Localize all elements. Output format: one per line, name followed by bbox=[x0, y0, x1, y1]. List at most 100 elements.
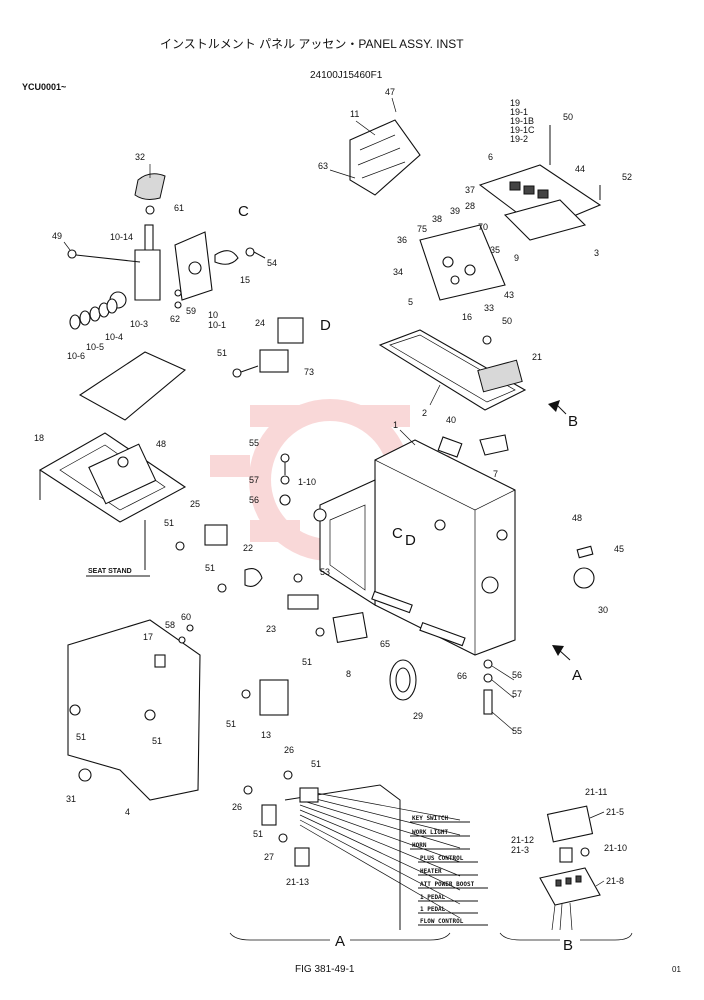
main-box-frame bbox=[279, 434, 595, 656]
callout: 28 bbox=[465, 201, 475, 211]
view-letter-a-arrow: A bbox=[572, 667, 582, 684]
view-letter-c: C bbox=[238, 203, 249, 220]
harness-view-a bbox=[229, 770, 461, 941]
callout: 19-2 bbox=[510, 134, 528, 144]
switch-panel-assembly bbox=[349, 119, 602, 301]
callout: 16 bbox=[462, 312, 472, 322]
callout: 19-1B bbox=[510, 116, 534, 126]
callout: 19 bbox=[510, 98, 520, 108]
harness-tag-list: KEY SWITCH WORK LIGHT HORN PLUS CONTROL … bbox=[410, 815, 488, 926]
callout: 51 bbox=[164, 518, 174, 528]
callout: 63 bbox=[318, 161, 328, 171]
callout: 49 bbox=[52, 231, 62, 241]
figure-number: FIG 381-49-1 bbox=[295, 964, 355, 975]
callout: 1 bbox=[393, 420, 398, 430]
callout: 23 bbox=[266, 624, 276, 634]
callout: 58 bbox=[165, 620, 175, 630]
leader-lines bbox=[63, 97, 605, 887]
callout: 2 bbox=[422, 408, 427, 418]
callout: 51 bbox=[302, 657, 312, 667]
callout: 48 bbox=[156, 439, 166, 449]
callout: 47 bbox=[385, 87, 395, 97]
callout: 62 bbox=[170, 314, 180, 324]
callout: 19-1C bbox=[510, 125, 535, 135]
harness-tag: HORN bbox=[412, 842, 427, 849]
callout: 26 bbox=[232, 802, 242, 812]
callout: 21-10 bbox=[604, 843, 627, 853]
callout: 65 bbox=[380, 639, 390, 649]
callout: 53 bbox=[320, 567, 330, 577]
callout: 10-3 bbox=[130, 319, 148, 329]
callout: 19-1 bbox=[510, 107, 528, 117]
callout: 27 bbox=[264, 852, 274, 862]
view-letter-d: D bbox=[320, 317, 331, 334]
relay-detail-view-b bbox=[499, 805, 633, 941]
callout: 9 bbox=[514, 253, 519, 263]
callout: 75 bbox=[417, 224, 427, 234]
callout: 24 bbox=[255, 318, 265, 328]
callout: 38 bbox=[432, 214, 442, 224]
side-panel bbox=[67, 619, 201, 801]
serial-range: YCU0001~ bbox=[22, 82, 66, 92]
harness-tag: ATT POWER BOOST bbox=[420, 881, 475, 888]
callout: 37 bbox=[465, 185, 475, 195]
callout: 31 bbox=[66, 794, 76, 804]
washer-stack bbox=[69, 298, 118, 330]
callout: 51 bbox=[152, 736, 162, 746]
callout: 59 bbox=[186, 306, 196, 316]
view-letter-b-detail: B bbox=[563, 937, 573, 954]
callout: 33 bbox=[484, 303, 494, 313]
view-letter-b-arrow: B bbox=[568, 413, 578, 430]
harness-tag: HEATER bbox=[420, 868, 442, 875]
cover-plate bbox=[378, 329, 527, 411]
callout: 10-1 bbox=[208, 320, 226, 330]
view-letter-c-ref: C bbox=[392, 525, 403, 542]
callout: 51 bbox=[253, 829, 263, 839]
lever-assembly bbox=[67, 173, 266, 330]
callout: 11 bbox=[350, 109, 359, 119]
callout: 10-4 bbox=[105, 332, 123, 342]
callout: 43 bbox=[504, 290, 514, 300]
callout: 56 bbox=[512, 670, 522, 680]
callout-labels: 47 11 63 19 19-1 19-1B 19-1C 19-2 50 6 4… bbox=[34, 87, 632, 887]
middle-small-parts bbox=[175, 524, 493, 716]
callout: 36 bbox=[397, 235, 407, 245]
callout: 21-3 bbox=[511, 845, 529, 855]
callout: 17 bbox=[143, 632, 153, 642]
callout: 54 bbox=[267, 258, 277, 268]
callout: 35 bbox=[490, 245, 500, 255]
callout: 10-5 bbox=[86, 342, 104, 352]
callout: 26 bbox=[284, 745, 294, 755]
callout: 22 bbox=[243, 543, 253, 553]
harness-tag: PLUS CONTROL bbox=[420, 855, 464, 862]
callout: 44 bbox=[575, 164, 585, 174]
callout: 5 bbox=[408, 297, 413, 307]
callout: 34 bbox=[393, 267, 403, 277]
callout: 61 bbox=[174, 203, 184, 213]
callout: 51 bbox=[226, 719, 236, 729]
callout: 18 bbox=[34, 433, 44, 443]
callout: 4 bbox=[125, 807, 130, 817]
callout: 6 bbox=[488, 152, 493, 162]
callout: 21-11 bbox=[585, 787, 607, 797]
callout: 57 bbox=[249, 475, 259, 485]
harness-tag: 1 PEDAL bbox=[420, 894, 446, 901]
arrow-a-icon bbox=[552, 645, 564, 656]
callout: 8 bbox=[346, 669, 351, 679]
callout: 25 bbox=[190, 499, 200, 509]
harness-tag: KEY SWITCH bbox=[412, 815, 449, 822]
callout: 73 bbox=[304, 367, 314, 377]
callout: 32 bbox=[135, 152, 145, 162]
callout: 48 bbox=[572, 513, 582, 523]
callout: 21-8 bbox=[606, 876, 624, 886]
callout: 21-12 bbox=[511, 835, 534, 845]
diagram-title: インストルメント パネル アッセン・PANEL ASSY. INST bbox=[160, 37, 464, 51]
arrow-b-icon bbox=[548, 400, 560, 412]
callout: 66 bbox=[457, 671, 467, 681]
callout: 1-10 bbox=[298, 477, 316, 487]
callout: 55 bbox=[249, 438, 259, 448]
callout: 57 bbox=[512, 689, 522, 699]
callout: 10-14 bbox=[110, 232, 133, 242]
callout: 51 bbox=[76, 732, 86, 742]
